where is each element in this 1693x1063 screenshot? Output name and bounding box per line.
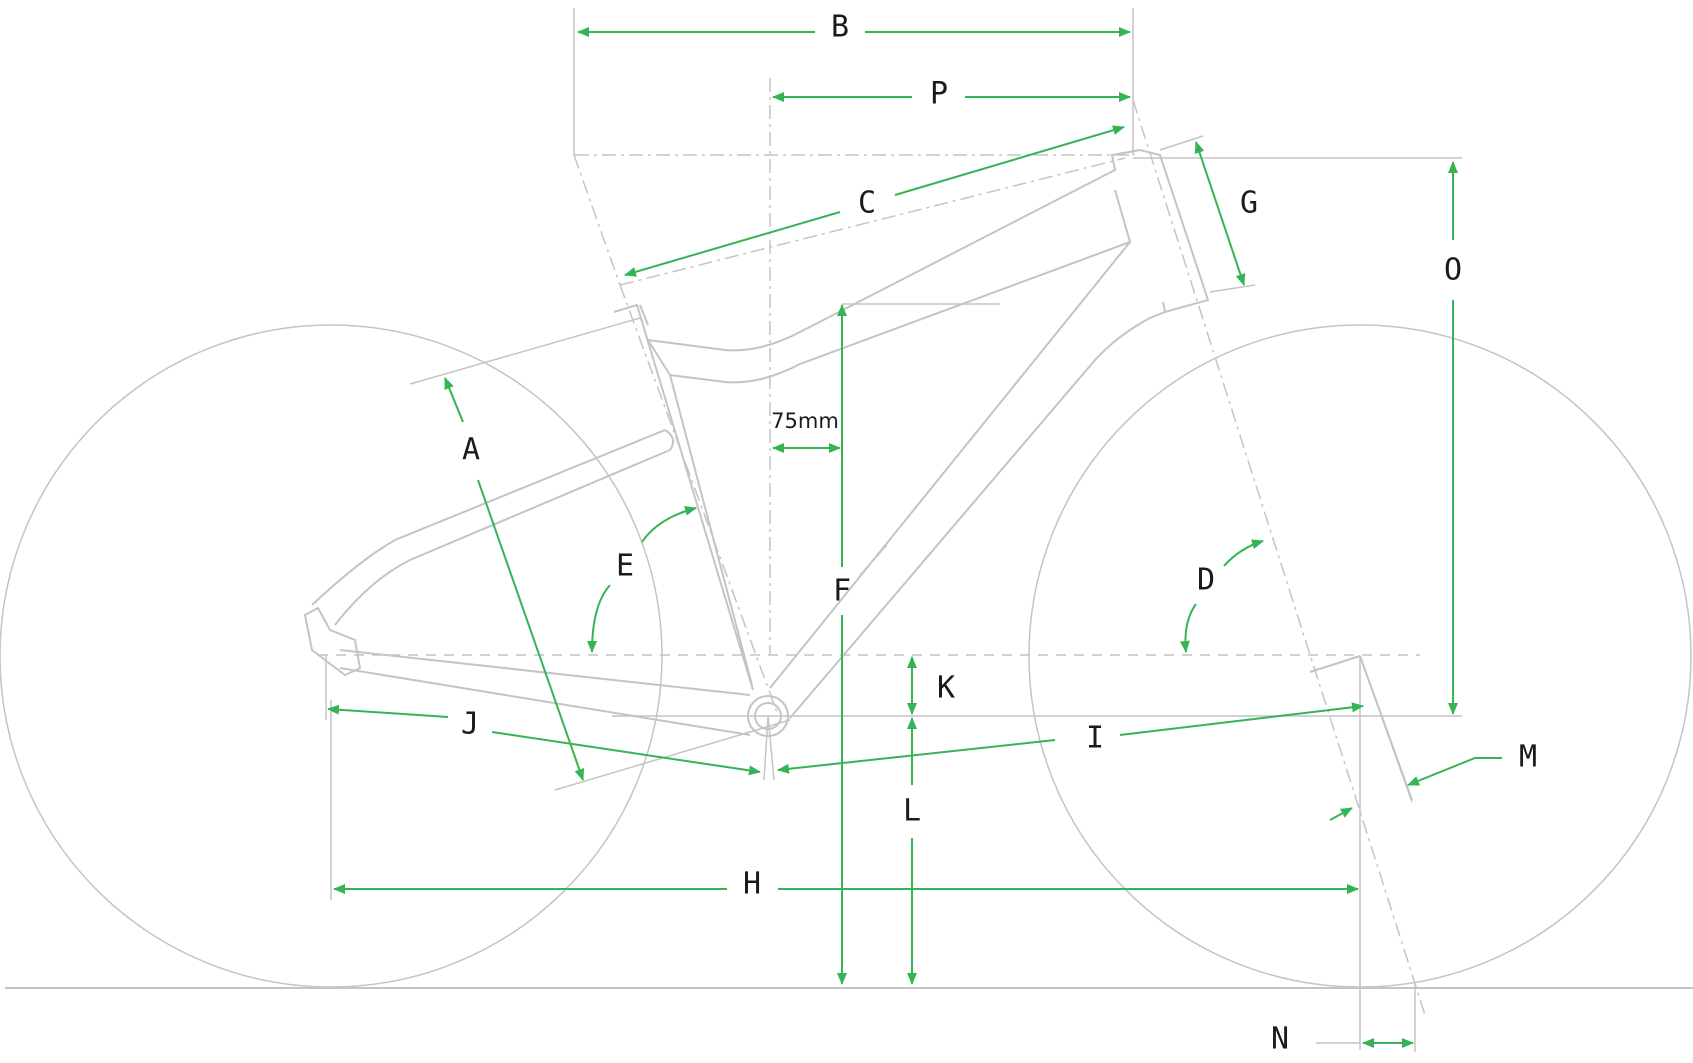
arrow-c-right (894, 125, 1125, 196)
label-g: G (1240, 186, 1258, 221)
label-n: N (1271, 1022, 1289, 1057)
a-ref-top (409, 317, 641, 385)
g-bottom-ref (1209, 284, 1256, 293)
label-offset: 75mm (771, 409, 839, 433)
rear-wheel (0, 324, 663, 988)
label-h: H (743, 867, 761, 902)
arrow-j-right (491, 731, 761, 776)
seat-tube (613, 303, 754, 691)
down-tube-lower (769, 241, 1131, 689)
seat-stay (334, 429, 675, 626)
seat-axis-line (619, 284, 779, 716)
arrow-i-right (1119, 702, 1364, 736)
label-d: D (1197, 563, 1215, 598)
head-tube (1139, 149, 1210, 314)
arrow-g (1194, 141, 1246, 286)
label-p: P (930, 77, 948, 112)
label-m: M (1519, 740, 1537, 775)
seat-axis-ext (573, 154, 621, 286)
arrow-e-top (641, 505, 697, 543)
a-ref-bottom (554, 719, 791, 791)
arrow-d-bottom (1179, 603, 1197, 653)
effective-top-tube-ref (619, 157, 1126, 286)
label-a: A (462, 433, 480, 468)
top-tube (647, 149, 1141, 352)
top-tube-lower (669, 189, 1132, 384)
bottom-bracket (747, 695, 789, 737)
arrow-i-left (777, 739, 1056, 774)
measurement-labels: B P C G O A 75mm E F D K J I M L H N (461, 10, 1537, 1057)
seat-tube-inner (647, 339, 753, 686)
g-top-ref (1159, 135, 1204, 151)
bottom-bracket-inner (754, 702, 782, 730)
label-f: F (833, 574, 851, 609)
rear-dropout (303, 606, 362, 677)
label-b: B (831, 10, 849, 45)
arrow-a-bottom (477, 479, 585, 781)
arrow-c-left (624, 211, 841, 277)
arrow-d-top (1223, 539, 1264, 567)
arrow-m-lower (1329, 807, 1353, 821)
bike-frame (0, 8, 1693, 1052)
arrow-a-top (444, 377, 464, 423)
label-i: I (1086, 721, 1104, 756)
label-l: L (903, 794, 921, 829)
arrow-m (1407, 757, 1502, 786)
down-tube-detail (859, 544, 888, 576)
label-e: E (616, 549, 634, 584)
fork-leg (1309, 655, 1361, 673)
label-k: K (937, 671, 955, 706)
label-c: C (858, 186, 876, 221)
seat-stay-lower (311, 429, 666, 606)
down-tube-upper (789, 311, 1166, 719)
chain-stay-lower (339, 667, 751, 736)
bb-drop-ref2 (767, 715, 775, 781)
measurement-arrows (327, 27, 1502, 1048)
arrow-j-left (327, 704, 449, 718)
head-axis-line (1132, 99, 1426, 1016)
label-j: J (461, 707, 479, 742)
bb-drop-ref (763, 715, 769, 781)
arrow-e-bottom (587, 584, 611, 653)
label-o: O (1444, 253, 1462, 288)
fork-offset-ref (1359, 655, 1413, 803)
seat-clamp (639, 304, 649, 326)
